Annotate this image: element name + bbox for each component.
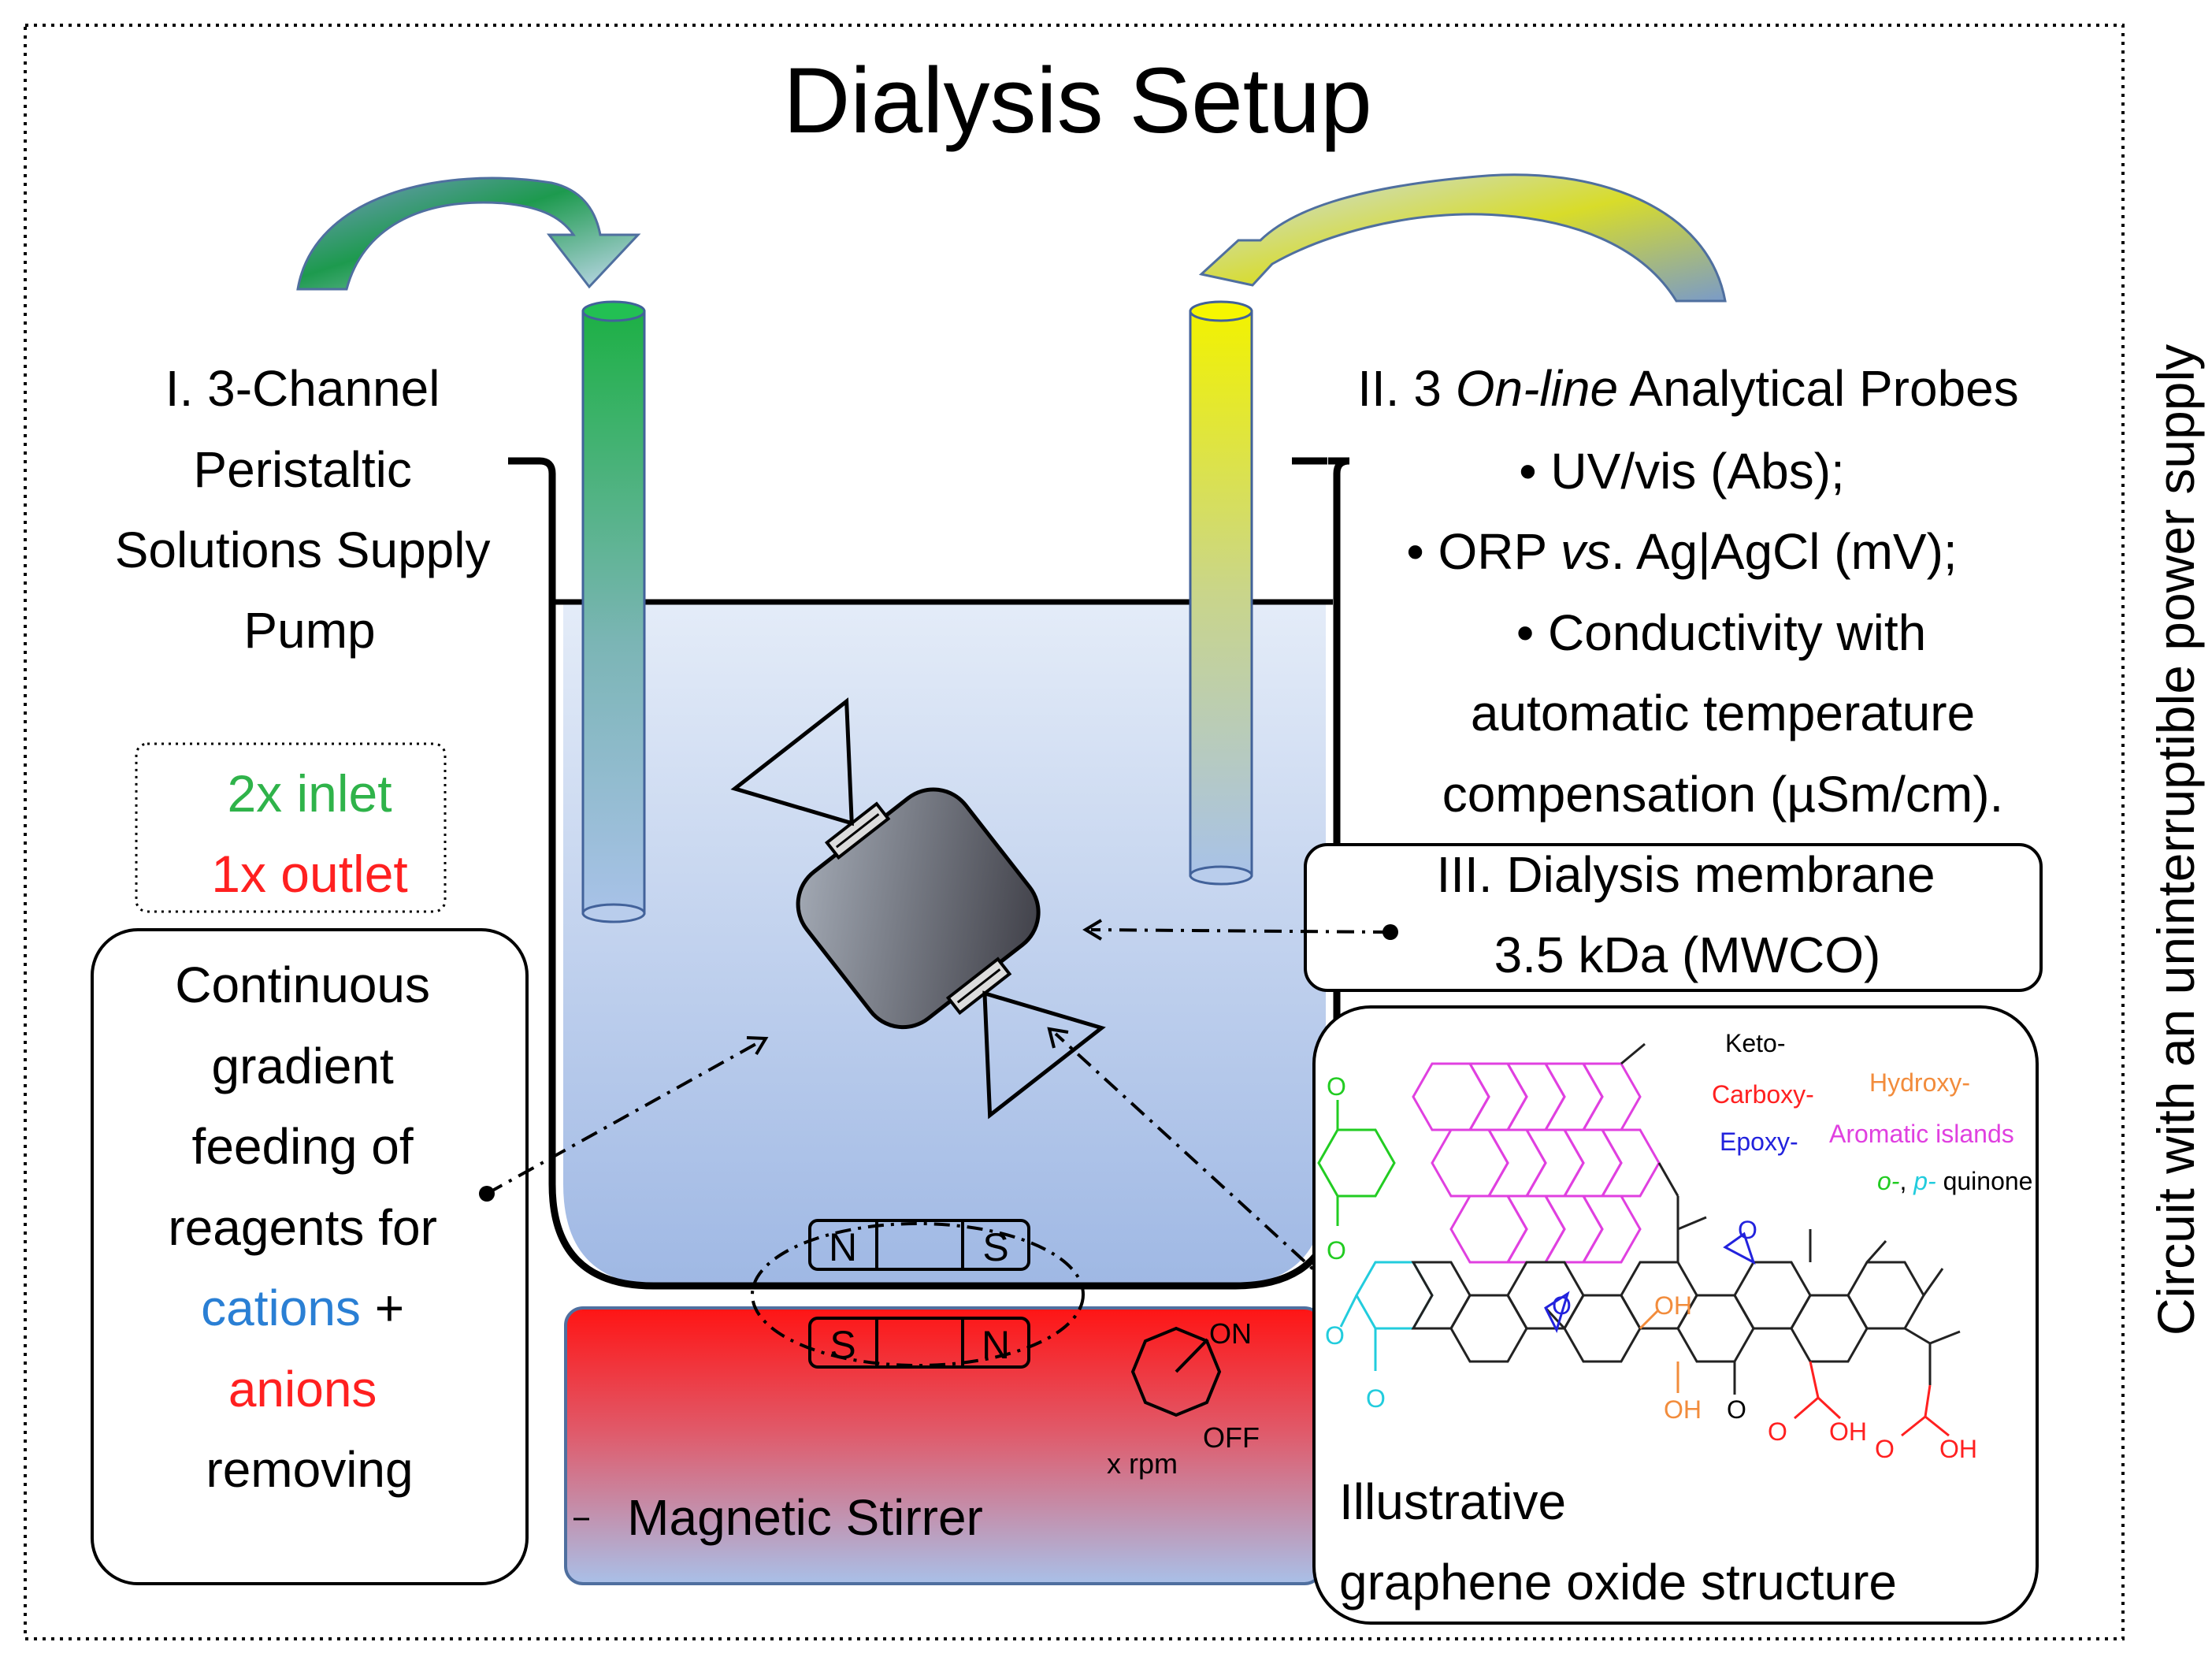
membrane-title: III. Dialysis membrane [1436,846,1935,903]
leader-lines [486,928,1391,1287]
o-quinone-ring [1317,1100,1396,1226]
graphene-oxide-structure [1317,1042,1961,1437]
stirrer-label: Magnetic Stirrer [627,1489,983,1546]
leader-arrowheads [746,919,1103,1056]
oxygen-atom: O [1875,1435,1895,1463]
graphene-labels: Keto- Carboxy- Hydroxy- Epoxy- Aromatic … [1325,1029,2032,1463]
page-title: Dialysis Setup [783,49,1372,153]
hydroxy-label: Hydroxy- [1869,1068,1970,1097]
aromatic-label: Aromatic islands [1829,1120,2014,1148]
graphene-box [1312,1005,2039,1625]
magnet-pole: S [982,1225,1008,1269]
channel-legend-box [135,742,447,913]
oxygen-atom: O [1727,1395,1746,1424]
oxygen-atom: O [1366,1384,1386,1413]
oxygen-atom: O [1738,1216,1757,1244]
hydroxy-bonds [1639,1310,1679,1393]
pump-label-line: I. 3-Channel [165,360,440,417]
inlet-flow-arrow [296,176,641,291]
hydroxyl-label: OH [1654,1291,1692,1320]
leader-dot [1382,924,1398,940]
feeding-line: reagents for [168,1199,437,1256]
speed-knob-pointer [1175,1338,1209,1373]
keto-label: Keto- [1725,1029,1785,1057]
oxygen-atom: O [1327,1236,1346,1265]
beaker [508,457,1350,1290]
drive-magnet: S N [808,1317,1030,1369]
pump-label: I. 3-Channel Peristaltic Solutions Suppl… [115,360,505,659]
probe-tube [1189,300,1253,886]
pump-label-line: Peristaltic [193,441,411,498]
inlet-count: 2x inlet [227,764,392,823]
stir-bar-magnet: N S [808,1219,1030,1271]
aromatic-island [1412,1062,1661,1264]
stirrer-speed-label: x rpm [1107,1447,1178,1480]
stirrer-off-label: OFF [1203,1421,1260,1454]
graphene-backbone [1411,1042,1961,1395]
plus-sign: + [361,1280,404,1336]
outer-frame [24,24,2125,1640]
graphene-caption: Illustrative graphene oxide structure [1339,1473,1897,1610]
oxygen-atom: O [1327,1072,1346,1101]
carboxy-groups [1794,1361,1950,1437]
magnet-pole: N [829,1225,857,1269]
membrane-spec: 3.5 kDa (MWCO) [1494,927,1881,983]
outlet-count: 1x outlet [211,845,408,903]
epoxy-groups [1544,1231,1756,1334]
graphene-caption-line: graphene oxide structure [1339,1554,1897,1610]
feeding-line: Continuous [175,957,430,1013]
inlet-tube [581,300,646,923]
epoxy-label: Epoxy- [1720,1127,1798,1156]
hydroxyl-label: OH [1829,1417,1867,1446]
leader-dot [479,1186,495,1202]
magnetic-coupling-field [751,1222,1085,1367]
probe-uvvis: • UV/vis (Abs); [1519,443,1845,500]
dialysis-bag [730,697,1106,1120]
feeding-line: feeding of [192,1118,414,1175]
feeding-description: Continuous gradient feeding of reagents … [168,957,451,1498]
cations-word: cations [201,1280,361,1336]
probe-conductivity: • Conductivity with [1516,604,1926,661]
anions-word: anions [228,1361,377,1417]
pump-label-line: Solutions Supply [115,522,491,578]
pump-label-line: Pump [243,602,375,659]
stirrer-on-label: ON [1209,1317,1252,1350]
oxygen-atom: O [1325,1321,1345,1350]
hydroxyl-label: OH [1939,1435,1977,1463]
feeding-box [91,928,529,1585]
hydroxyl-label: OH [1664,1395,1702,1424]
probe-conductivity-line3: compensation (µSm/cm). [1442,766,2004,823]
oxygen-atom: O [1552,1291,1572,1320]
speed-knob[interactable] [1130,1326,1222,1417]
oxygen-atom: O [1768,1417,1787,1446]
magnet-pole: N [982,1323,1010,1367]
probe-conductivity-line2: automatic temperature [1471,685,1975,741]
graphene-caption-line: Illustrative [1339,1473,1566,1530]
feeding-line: removing [206,1441,413,1498]
outlet-flow-arrow [1198,173,1727,303]
magnet-pole: S [830,1323,855,1367]
power-supply-caption: Circuit with an uninterruptible power su… [2147,344,2205,1336]
membrane-box [1304,843,2043,992]
probe-orp: • ORP vs. Ag|AgCl (mV); [1406,523,1957,580]
feeding-line: gradient [211,1038,394,1094]
carboxy-label: Carboxy- [1712,1080,1814,1109]
probes-heading: II. 3 On-line Analytical Probes [1357,360,2019,417]
quinone-label: o-, p- quinone [1877,1167,2032,1195]
